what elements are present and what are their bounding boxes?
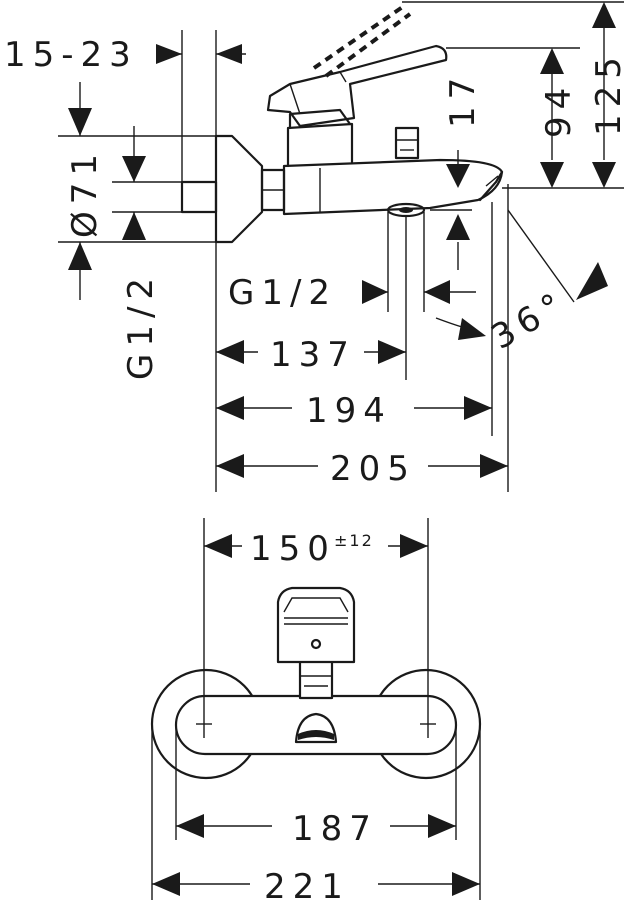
front-diverter [294,712,338,744]
dim-angle-36: 36° [485,283,575,358]
lever-swing-indicator-2 [324,12,412,78]
front-body [174,694,458,756]
front-view: 150 ±12 187 221 [150,518,482,907]
lever-screw [310,638,322,650]
lever-swing-indicator [312,4,406,70]
dim-15-23: 15-23 [4,35,138,75]
dim-194: 194 [306,391,392,431]
dim-diameter-71: Ø71 [65,147,105,238]
dim-g12-connection: G1/2 [121,271,161,380]
lever-handle [266,44,448,128]
cartridge-stem [298,658,334,700]
dim-17: 17 [443,71,483,128]
eccentric-connector [180,180,218,214]
cartridge-housing [286,122,354,168]
wall-rosette [214,134,264,244]
side-view: 15-23 Ø71 G1/2 125 94 [4,1,628,492]
dim-137: 137 [270,335,356,375]
dim-94: 94 [539,81,579,138]
front-lever [276,586,356,664]
dim-150-tolerance: ±12 [334,531,374,550]
dim-125: 125 [589,50,628,136]
dim-g12-outlet: G1/2 [228,273,337,313]
dim-221: 221 [264,867,350,907]
dim-205: 205 [330,449,416,489]
dim-150: 150 [250,529,336,569]
diverter-knob [394,126,420,160]
dim-187: 187 [292,809,378,849]
